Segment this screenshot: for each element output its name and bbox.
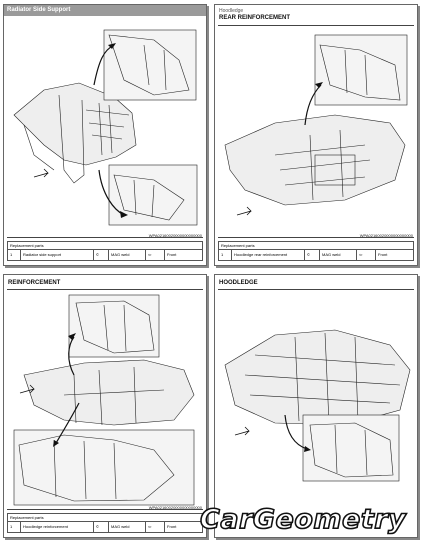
site-watermark-logo: CarGeometry bbox=[199, 503, 407, 536]
panel-rear-reinforcement: Hoodledge REAR REINFORCEMENT WPA02160020… bbox=[214, 4, 418, 266]
front-arrow-icon: ⇦ bbox=[146, 522, 165, 532]
parts-row: 1 Hoodledge rear reinforcement © MAG wel… bbox=[219, 250, 413, 260]
parts-caption: Replacement parts bbox=[219, 242, 413, 250]
diagram-hoodledge bbox=[224, 329, 411, 482]
parts-row: 1 Radiator side support © MAG weld ⇦ Fro… bbox=[8, 250, 202, 260]
panel-radiator-side-support: Radiator Side Support WPA021600200000000… bbox=[3, 4, 207, 266]
parts-caption: Replacement parts bbox=[8, 242, 202, 250]
weld-symbol: © bbox=[94, 522, 109, 532]
diagram-radiator-side-support bbox=[13, 29, 198, 226]
front-label: Front bbox=[167, 252, 177, 257]
part-name: Hoodledge rear reinforcement bbox=[232, 250, 305, 260]
divider bbox=[7, 509, 203, 510]
panel-title: REINFORCEMENT bbox=[8, 280, 61, 286]
weld-symbol: © bbox=[94, 250, 109, 260]
divider bbox=[218, 237, 414, 238]
parts-table: Replacement parts 1 Hoodledge rear reinf… bbox=[218, 241, 414, 261]
parts-caption: Replacement parts bbox=[8, 514, 202, 522]
figure-code: WPA02160020000000000000 bbox=[359, 233, 413, 238]
panel-header-title: Radiator Side Support bbox=[7, 7, 71, 13]
parts-table: Replacement parts 1 Radiator side suppor… bbox=[7, 241, 203, 261]
diagram-reinforcement bbox=[13, 294, 195, 506]
front-arrow-icon: ⇦ bbox=[357, 250, 376, 260]
diagram-rear-reinforcement bbox=[224, 34, 408, 216]
divider bbox=[7, 289, 203, 290]
part-number: 1 bbox=[8, 522, 21, 532]
part-number: 1 bbox=[8, 250, 21, 260]
weld-type: MAG weld bbox=[109, 522, 146, 532]
parts-table: Replacement parts 1 Hoodledge reinforcem… bbox=[7, 513, 203, 533]
part-name: Radiator side support bbox=[21, 250, 94, 260]
panel-title: REAR REINFORCEMENT bbox=[219, 15, 291, 21]
panel-title: HOODLEDGE bbox=[219, 280, 258, 286]
weld-type: MAG weld bbox=[320, 250, 357, 260]
divider bbox=[218, 289, 414, 290]
weld-type: MAG weld bbox=[109, 250, 146, 260]
front-label: Front bbox=[378, 252, 388, 257]
part-name: Hoodledge reinforcement bbox=[21, 522, 94, 532]
front-arrow-icon: ⇦ bbox=[146, 250, 165, 260]
panel-hoodledge: HOODLEDGE bbox=[214, 274, 418, 538]
part-number: 1 bbox=[219, 250, 232, 260]
parts-row: 1 Hoodledge reinforcement © MAG weld ⇦ F… bbox=[8, 522, 202, 532]
figure-code: WPA02160020000000000000 bbox=[148, 233, 202, 238]
divider bbox=[218, 25, 414, 26]
divider bbox=[7, 237, 203, 238]
panel-category: Hoodledge bbox=[219, 8, 244, 14]
panel-header: Radiator Side Support bbox=[4, 5, 206, 16]
panel-reinforcement: REINFORCEMENT WPA02160020000000000000 Re… bbox=[3, 274, 207, 538]
front-label: Front bbox=[167, 524, 177, 529]
figure-code: WPA02160020000000000000 bbox=[148, 505, 202, 510]
weld-symbol: © bbox=[305, 250, 320, 260]
